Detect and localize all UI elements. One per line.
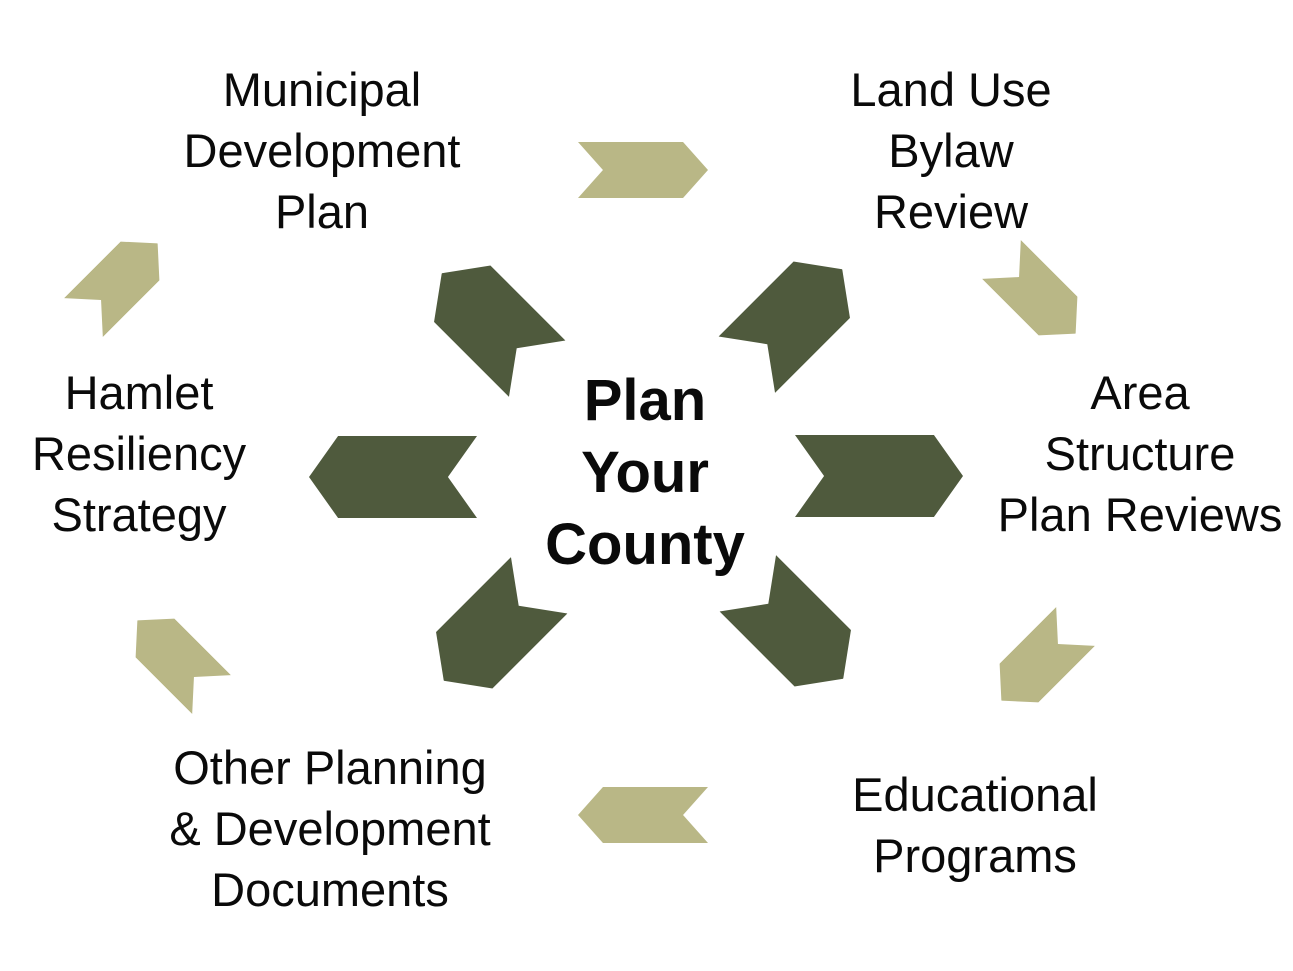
cycle-arrow-top-icon	[578, 142, 708, 198]
node-label-line: Development	[183, 124, 461, 177]
node-label-line: Review	[873, 185, 1029, 238]
node-label-other-planning-development-documents: Other Planning & Development Documents	[169, 737, 490, 920]
node-label-line: Structure	[1044, 427, 1236, 480]
hub-title-line: Your	[581, 440, 709, 505]
cycle-arrow-bottom-icon	[578, 787, 708, 843]
hub-title-line: County	[545, 512, 745, 577]
cycle-arrow-upper-right-icon	[982, 240, 1095, 353]
node-label-line: Area	[1090, 366, 1190, 419]
node-label-line: Programs	[873, 829, 1077, 882]
node-label-land-use-bylaw-review: Land Use Bylaw Review	[850, 59, 1051, 242]
hub-title-line: Plan	[583, 368, 707, 433]
node-label-line: Strategy	[51, 488, 227, 541]
node-label-line: Other Planning	[173, 741, 487, 794]
node-label-hamlet-resiliency-strategy: Hamlet Resiliency Strategy	[32, 362, 246, 545]
node-label-line: Land Use	[850, 63, 1052, 116]
cycle-arrow-upper-left-icon	[64, 224, 177, 337]
spoke-arrow-left-icon	[309, 436, 477, 518]
node-label-municipal-development-plan: Municipal Development Plan	[184, 59, 461, 242]
node-label-area-structure-plan-reviews: Area Structure Plan Reviews	[998, 362, 1283, 545]
cycle-arrow-lower-left-icon	[118, 601, 231, 714]
node-label-line: Hamlet	[64, 366, 214, 419]
node-label-line: Bylaw	[888, 124, 1014, 177]
node-label-line: Municipal	[222, 63, 422, 116]
hub-title: Plan Your County	[545, 365, 745, 581]
spoke-arrow-right-icon	[795, 435, 963, 517]
cycle-arrow-lower-right-icon	[982, 607, 1095, 720]
node-label-line: Educational	[852, 768, 1098, 821]
node-label-line: Plan	[274, 185, 370, 238]
node-label-line: Plan Reviews	[997, 488, 1283, 541]
node-label-line: Documents	[211, 863, 449, 916]
node-label-educational-programs: Educational Programs	[852, 764, 1098, 886]
node-label-line: Resiliency	[31, 427, 247, 480]
spoke-arrow-top-left-icon	[413, 245, 565, 397]
node-label-line: & Development	[169, 802, 491, 855]
